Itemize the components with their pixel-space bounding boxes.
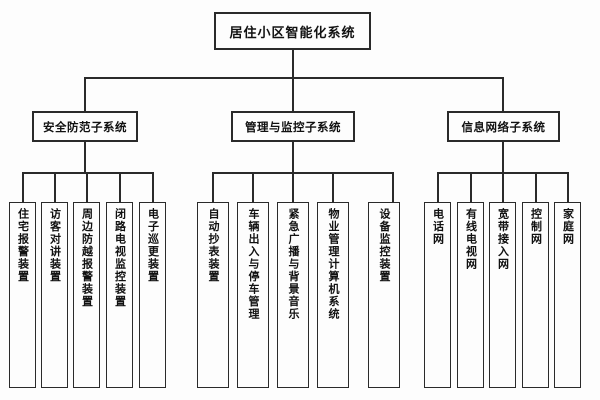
leaf-node[interactable]: 电话网 bbox=[424, 202, 451, 388]
group-3-drop-5 bbox=[567, 172, 569, 202]
leaf-node[interactable]: 周边防越报警装置 bbox=[73, 202, 100, 388]
level2-drop-3 bbox=[502, 77, 504, 111]
group-3-stem bbox=[502, 142, 504, 173]
group-2-drop-4 bbox=[332, 172, 334, 202]
subsystem-node-3[interactable]: 信息网络子系统 bbox=[447, 111, 560, 142]
group-3-drop-1 bbox=[437, 172, 439, 202]
leaf-node[interactable]: 闭路电视监控装置 bbox=[106, 202, 133, 388]
leaf-node-label: 车辆出入与停车管理 bbox=[246, 208, 260, 321]
group-1-drop-1 bbox=[22, 172, 24, 202]
leaf-node-label: 电话网 bbox=[431, 208, 445, 246]
subsystem-node-1[interactable]: 安全防范子系统 bbox=[32, 111, 138, 142]
group-2-drop-5 bbox=[392, 172, 394, 202]
group-2-drop-1 bbox=[212, 172, 214, 202]
group-1-drop-5 bbox=[152, 172, 154, 202]
leaf-node-label: 周边防越报警装置 bbox=[80, 208, 94, 308]
group-1-drop-4 bbox=[119, 172, 121, 202]
group-3-drop-4 bbox=[535, 172, 537, 202]
leaf-node-label: 访客对讲装置 bbox=[48, 208, 62, 283]
group-2-drop-3 bbox=[292, 172, 294, 202]
group-1-drop-2 bbox=[54, 172, 56, 202]
level2-drop-1 bbox=[84, 77, 86, 111]
group-2-drop-2 bbox=[252, 172, 254, 202]
leaf-node-label: 家庭网 bbox=[561, 208, 575, 246]
leaf-node[interactable]: 紧急广播与背景音乐 bbox=[277, 202, 309, 388]
leaf-node[interactable]: 自动抄表装置 bbox=[197, 202, 229, 388]
leaf-node[interactable]: 电子巡更装置 bbox=[139, 202, 166, 388]
group-3-drop-3 bbox=[502, 172, 504, 202]
leaf-node-label: 宽带接入网 bbox=[496, 208, 510, 271]
leaf-node[interactable]: 控制网 bbox=[522, 202, 549, 388]
root-node[interactable]: 居住小区智能化系统 bbox=[214, 12, 371, 50]
leaf-node[interactable]: 宽带接入网 bbox=[489, 202, 516, 388]
group-2-stem bbox=[292, 142, 294, 173]
group-1-stem bbox=[84, 142, 86, 173]
root-stem bbox=[292, 50, 294, 78]
group-3-drop-2 bbox=[470, 172, 472, 202]
leaf-node[interactable]: 有线电视网 bbox=[457, 202, 484, 388]
subsystem-node-3-label: 信息网络子系统 bbox=[461, 119, 546, 134]
leaf-node-label: 闭路电视监控装置 bbox=[113, 208, 127, 308]
group-1-drop-3 bbox=[86, 172, 88, 202]
leaf-node[interactable]: 车辆出入与停车管理 bbox=[237, 202, 269, 388]
subsystem-node-2-label: 管理与监控子系统 bbox=[245, 119, 341, 134]
leaf-node-label: 住宅报警装置 bbox=[16, 208, 30, 283]
subsystem-node-2[interactable]: 管理与监控子系统 bbox=[231, 111, 355, 142]
leaf-node-label: 电子巡更装置 bbox=[146, 208, 160, 283]
leaf-node[interactable]: 物业管理计算机系统 bbox=[317, 202, 349, 388]
leaf-node[interactable]: 家庭网 bbox=[554, 202, 581, 388]
leaf-node-label: 控制网 bbox=[529, 208, 543, 246]
leaf-node-label: 紧急广播与背景音乐 bbox=[286, 208, 300, 321]
leaf-node[interactable]: 住宅报警装置 bbox=[9, 202, 36, 388]
level2-bus bbox=[84, 77, 504, 79]
leaf-node-label: 物业管理计算机系统 bbox=[326, 208, 340, 321]
group-1-bus bbox=[22, 172, 153, 174]
leaf-node-label: 自动抄表装置 bbox=[206, 208, 220, 283]
leaf-node[interactable]: 访客对讲装置 bbox=[41, 202, 68, 388]
leaf-node-label: 设备监控装置 bbox=[377, 208, 391, 283]
leaf-node-label: 有线电视网 bbox=[464, 208, 478, 271]
group-2-bus bbox=[212, 172, 393, 174]
subsystem-node-1-label: 安全防范子系统 bbox=[43, 119, 127, 134]
level2-drop-2 bbox=[292, 77, 294, 111]
leaf-node[interactable]: 设备监控装置 bbox=[368, 202, 400, 388]
root-node-label: 居住小区智能化系统 bbox=[229, 25, 356, 41]
